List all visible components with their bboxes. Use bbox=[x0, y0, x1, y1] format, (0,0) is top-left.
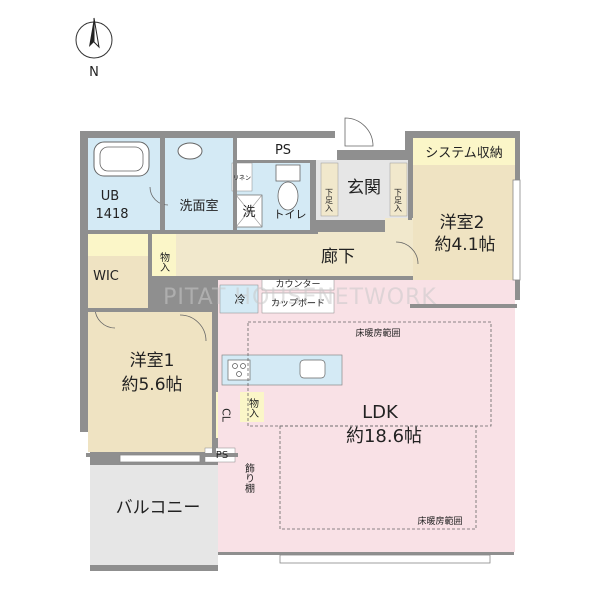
bathtub-icon bbox=[93, 141, 150, 177]
label-floor-heat-bottom: 床暖房範囲 bbox=[417, 515, 462, 527]
window-youshitsu1 bbox=[119, 454, 201, 463]
right-notch bbox=[514, 300, 534, 580]
compass: N bbox=[75, 17, 113, 80]
door-youshitsu2 bbox=[395, 241, 419, 265]
stove-icon bbox=[227, 359, 251, 381]
room-rei bbox=[219, 284, 259, 314]
room-system bbox=[413, 138, 515, 165]
label-counter: カウンター bbox=[275, 279, 320, 290]
label-youshitsu1-size: 約5.6帖 bbox=[121, 375, 182, 395]
sink-icon bbox=[299, 359, 326, 379]
label-kazaridana: 飾り棚 bbox=[243, 462, 255, 494]
label-youshitsu2-size: 約4.1帖 bbox=[434, 235, 495, 255]
door-youshitsu1 bbox=[179, 314, 207, 342]
label-wic: WIC bbox=[93, 269, 119, 284]
room-youshitsu1 bbox=[88, 310, 212, 452]
burner-3 bbox=[236, 371, 242, 377]
room-shita-left bbox=[320, 162, 339, 217]
washbasin-icon bbox=[177, 142, 203, 160]
label-cl: CL bbox=[220, 408, 233, 423]
label-shita-left: 下足入 bbox=[325, 188, 334, 212]
label-genkan: 玄関 bbox=[347, 178, 381, 198]
label-mono2: 物入 bbox=[247, 397, 259, 418]
door-entrance bbox=[344, 117, 374, 147]
label-youshitsu1: 洋室1 bbox=[130, 351, 175, 371]
label-toilet: トイレ bbox=[274, 208, 307, 221]
room-balcony bbox=[90, 465, 218, 565]
label-ps-top: PS bbox=[275, 143, 291, 158]
label-cupboard: カップボード bbox=[271, 298, 325, 309]
wic-shelf bbox=[88, 234, 148, 256]
cupboard-box bbox=[261, 292, 335, 314]
label-ub: UB bbox=[101, 189, 119, 204]
room-shita-right bbox=[389, 162, 408, 217]
label-senmen: 洗面室 bbox=[179, 198, 218, 214]
room-roka bbox=[150, 232, 408, 276]
floor-heat-area-bottom bbox=[279, 425, 477, 530]
toilet-tank-icon bbox=[275, 164, 301, 182]
label-shita-right: 下足入 bbox=[394, 188, 403, 212]
room-mono2 bbox=[240, 392, 264, 422]
label-ldk-size: 約18.6帖 bbox=[346, 426, 422, 447]
label-ldk: LDK bbox=[362, 402, 399, 423]
label-rei: 冷 bbox=[235, 293, 246, 306]
label-system: システム収納 bbox=[425, 146, 503, 161]
label-ps-bottom: PS bbox=[216, 450, 228, 461]
washer-x-2 bbox=[235, 194, 263, 228]
label-ub-size: 1418 bbox=[95, 207, 128, 222]
watermark: PITAT HOUSENETWORK bbox=[163, 285, 437, 310]
left-notch bbox=[60, 432, 90, 582]
room-ldk bbox=[218, 280, 515, 552]
entrance-notch bbox=[335, 110, 405, 150]
interior-walls bbox=[86, 136, 517, 457]
room-ps-top bbox=[237, 138, 337, 160]
label-roka: 廊下 bbox=[321, 247, 355, 267]
label-youshitsu2: 洋室2 bbox=[440, 213, 485, 233]
window-youshitsu2 bbox=[512, 179, 521, 281]
room-mono1 bbox=[150, 234, 176, 276]
burner-2 bbox=[240, 363, 246, 369]
floor-heat-area-top bbox=[247, 321, 492, 427]
burner-1 bbox=[232, 363, 238, 369]
label-balcony: バルコニー bbox=[116, 498, 201, 518]
toilet-bowl-icon bbox=[277, 181, 299, 211]
label-sen: 洗 bbox=[242, 205, 255, 220]
door-ub bbox=[149, 186, 169, 206]
label-linen: リネン bbox=[233, 175, 251, 182]
compass-needle-light bbox=[93, 17, 100, 49]
window-ldk bbox=[279, 554, 491, 564]
label-mono1: 物入 bbox=[158, 251, 170, 272]
label-floor-heat-top: 床暖房範囲 bbox=[355, 327, 400, 339]
bathtub-inner bbox=[99, 146, 144, 172]
room-roka-ext bbox=[385, 218, 413, 276]
compass-north-label: N bbox=[89, 65, 99, 80]
compass-needle-dark bbox=[89, 18, 94, 47]
